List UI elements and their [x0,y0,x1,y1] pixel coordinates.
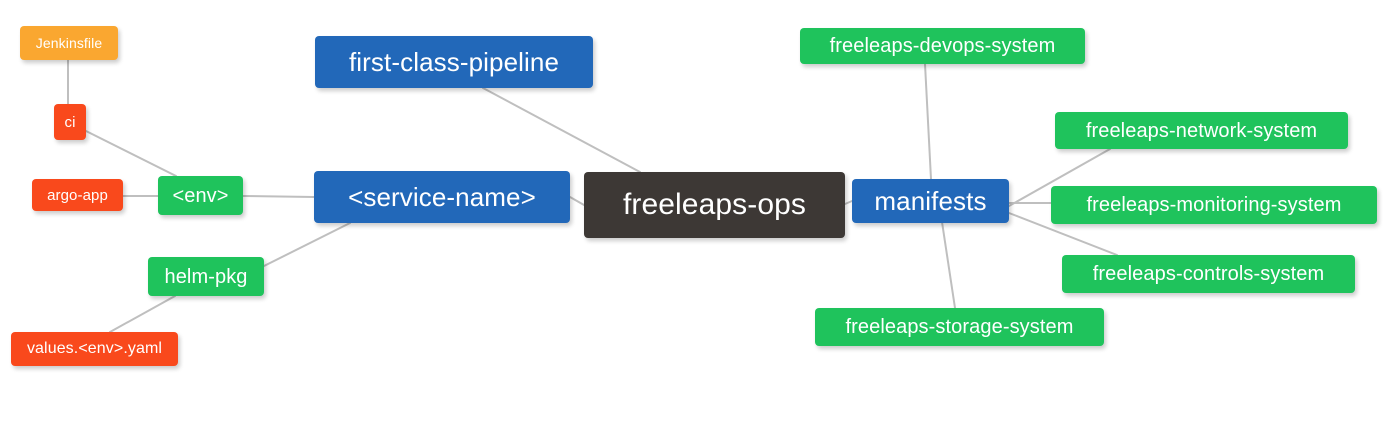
edge-freeleaps-ops-to-first-class-pipeline [482,87,641,173]
node-manifests[interactable]: manifests [852,179,1009,223]
edge-helm-pkg-to-values-env-yaml [109,295,176,333]
edge-freeleaps-ops-to-manifests [844,200,853,205]
node-freeleaps-network-system[interactable]: freeleaps-network-system [1055,112,1348,149]
edge-manifests-to-freeleaps-devops-system [924,63,932,180]
node-env[interactable]: <env> [158,176,243,215]
node-jenkinsfile[interactable]: Jenkinsfile [20,26,118,60]
node-first-class-pipeline[interactable]: first-class-pipeline [315,36,593,88]
node-freeleaps-devops-system[interactable]: freeleaps-devops-system [800,28,1085,64]
node-service-name[interactable]: <service-name> [314,171,570,223]
edge-service-name-to-env [242,195,315,198]
edge-service-name-to-helm-pkg [263,222,351,267]
edge-manifests-to-freeleaps-storage-system [941,221,956,309]
node-argo-app[interactable]: argo-app [32,179,123,211]
node-ci[interactable]: ci [54,104,86,140]
node-freeleaps-ops[interactable]: freeleaps-ops [584,172,845,238]
node-values-env-yaml[interactable]: values.<env>.yaml [11,332,178,366]
edge-env-to-ci [85,130,177,177]
node-freeleaps-storage-system[interactable]: freeleaps-storage-system [815,308,1104,346]
edge-freeleaps-ops-to-service-name [569,196,585,206]
node-freeleaps-monitoring-system[interactable]: freeleaps-monitoring-system [1051,186,1377,224]
node-freeleaps-controls-system[interactable]: freeleaps-controls-system [1062,255,1355,293]
node-helm-pkg[interactable]: helm-pkg [148,257,264,296]
